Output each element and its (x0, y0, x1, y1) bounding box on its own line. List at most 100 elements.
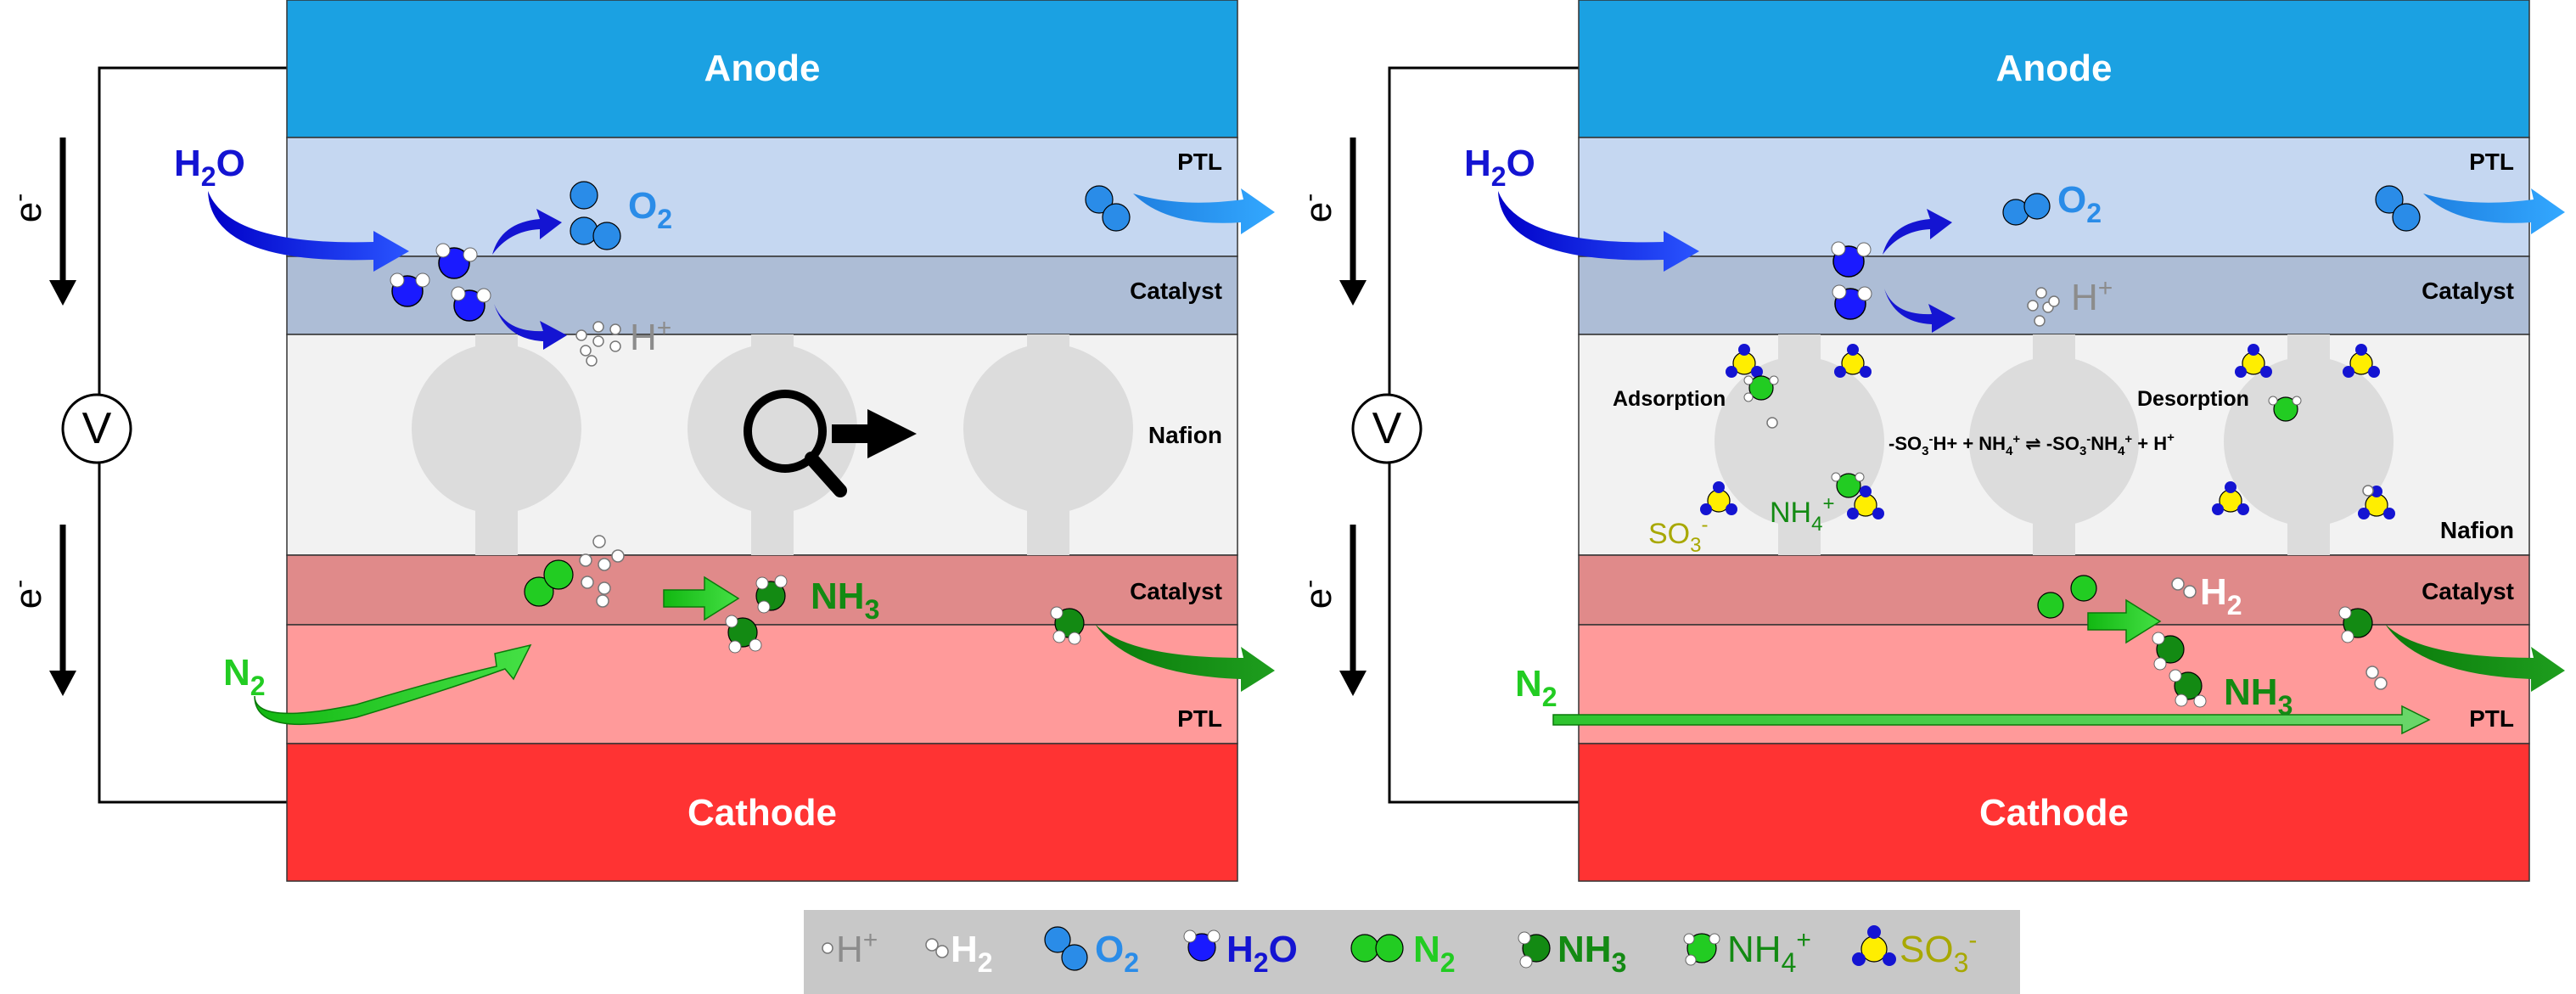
reaction-arrow (663, 576, 740, 621)
oxygen-outlet-arrow (2423, 188, 2565, 234)
water-molecule (1832, 284, 1872, 320)
oxygen-product-arrow (492, 209, 562, 255)
nitrogen-inlet-arrow (1552, 705, 2431, 735)
ptl-bottom-label: PTL (1177, 705, 1222, 732)
oxygen-product-arrow (1883, 209, 1952, 255)
hydrogen-icon (925, 938, 949, 958)
oxygen-molecule (570, 181, 621, 250)
ammonia-molecule (2152, 632, 2185, 671)
nafion-label: Nafion (2440, 517, 2514, 543)
sulfonate-group (1726, 344, 1763, 378)
cathode-layer (1578, 743, 2530, 882)
proton-cluster (575, 321, 621, 367)
cathode-layer (286, 743, 1238, 882)
proton (1766, 417, 1778, 429)
nitrogen-icon (1350, 934, 1404, 963)
electron-arrowhead-bottom (1339, 671, 1367, 696)
hydrogen-outlet-molecule (2366, 665, 2388, 690)
water-molecule (435, 243, 478, 279)
electron-label-bottom: e- (1295, 580, 1339, 609)
ptl-bottom-label: PTL (2469, 705, 2514, 732)
proton-icon (822, 942, 833, 954)
desorption-label: Desorption (2137, 387, 2249, 411)
anode-label: Anode (704, 48, 821, 89)
proton-product-arrow (1884, 289, 1956, 333)
electron-arrowhead-top (49, 280, 76, 306)
ammonia-label: NH3 (2224, 671, 2293, 721)
water-label: H2O (1464, 143, 1535, 192)
ammonia-molecule (755, 575, 788, 614)
proton-label: H+ (630, 314, 671, 358)
sulfonate-group (1834, 344, 1872, 378)
sulfonate-group (1700, 481, 1737, 515)
anode-layer (286, 0, 1238, 138)
cathode-label: Cathode (687, 792, 837, 834)
water-inlet-arrow (1498, 191, 1699, 272)
adsorption-label: Adsorption (1613, 387, 1726, 411)
reaction-arrow (2087, 598, 2162, 644)
ptl-top-layer (1578, 137, 2530, 257)
electron-label-top: e- (1295, 194, 1339, 222)
ammonium-icon (1683, 933, 1720, 966)
nafion-label: Nafion (1148, 422, 1222, 448)
ammonia-outlet-molecule (1050, 606, 1085, 645)
ammonia-outlet-arrow (1095, 624, 1275, 692)
sulfonate-group (2343, 344, 2380, 378)
ammonium-ion (1743, 375, 1779, 402)
ammonium-ion (2268, 396, 2302, 422)
voltmeter (1351, 393, 1423, 464)
exchange-equation: -SO3-H+ + NH4+ ⇌ -SO3-NH4+ + H+ (1889, 430, 2175, 458)
electron-label-bottom: e- (5, 580, 49, 609)
voltmeter-label: V (1372, 404, 1402, 453)
electron-arrowhead-top (1339, 280, 1367, 306)
ammonia-outlet-molecule (2338, 606, 2373, 643)
sulfonate-label: SO3- (1648, 514, 1708, 557)
ptl-top-label: PTL (1177, 149, 1222, 175)
electron-arrowhead-bottom (49, 671, 76, 696)
water-label: H2O (174, 143, 245, 192)
oxygen-icon (1044, 926, 1088, 971)
sulfonate-group (2212, 481, 2249, 515)
voltmeter (61, 393, 132, 464)
legend-background (804, 910, 2020, 994)
ptl-top-layer (286, 137, 1238, 257)
legend-label-nitrogen: N2 (1413, 929, 1456, 978)
legend-label-sulfonate: SO3- (1900, 926, 1977, 978)
nitrogen-molecule (524, 559, 574, 607)
legend: H+ H2 O2 H2O N2 NH3 NH4+ SO3- (804, 910, 2020, 994)
ptl-top-label: PTL (2469, 149, 2514, 175)
catalyst-bottom-label: Catalyst (1130, 578, 1222, 604)
proton-cluster-cathode (579, 535, 625, 608)
proton-label: H+ (2071, 274, 2113, 318)
nitrogen-label: N2 (223, 652, 266, 701)
anode-layer (1578, 0, 2530, 138)
legend-label-oxygen: O2 (1095, 929, 1139, 978)
water-molecule (451, 286, 491, 322)
cathode-label: Cathode (1979, 792, 2129, 834)
nitrogen-inlet-arrow (254, 643, 532, 726)
oxygen-molecule (2002, 193, 2051, 226)
anode-label: Anode (1996, 48, 2113, 89)
legend-label-water: H2O (1226, 929, 1298, 978)
arrow-right-icon (832, 409, 917, 458)
water-molecule (390, 272, 430, 307)
panel-left: V e- e- Anode PTL (5, 0, 1275, 882)
ammonia-icon (1518, 931, 1551, 969)
proton-product-arrow (494, 304, 567, 350)
catalyst-bottom-label: Catalyst (2422, 578, 2514, 604)
water-molecule (1831, 241, 1872, 278)
proton (2362, 485, 2374, 497)
oxygen-outlet-molecule (1085, 185, 1131, 232)
ammonium-label: NH4+ (1770, 492, 1834, 536)
sulfonate-group (1847, 486, 1884, 519)
oxygen-outlet-molecule (2375, 185, 2421, 232)
electron-label-top: e- (5, 194, 49, 222)
panel-right: V e- e- Anode PTL Catalyst Nafion Cataly… (1295, 0, 2565, 882)
catalyst-top-label: Catalyst (1130, 278, 1222, 304)
oxygen-label: O2 (2057, 179, 2102, 228)
ammonia-molecule (2169, 669, 2207, 708)
sulfonate-group (2235, 344, 2272, 378)
nitrogen-label: N2 (1515, 663, 1557, 712)
catalyst-top-label: Catalyst (2422, 278, 2514, 304)
